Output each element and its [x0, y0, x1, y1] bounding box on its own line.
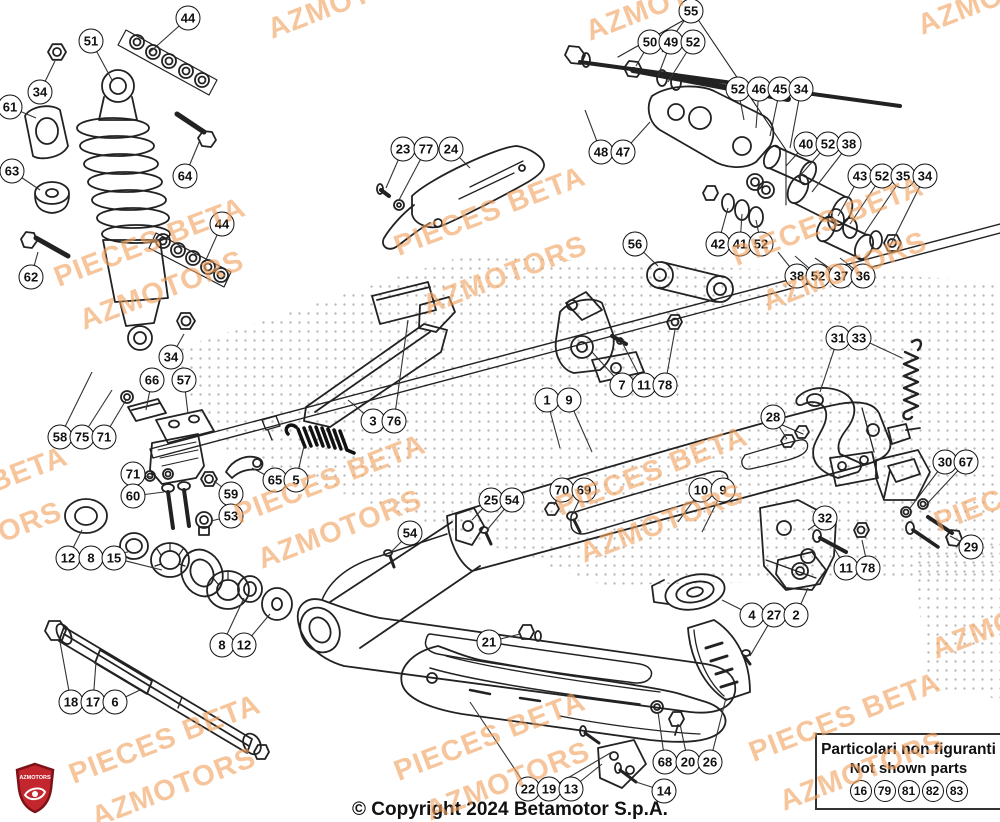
callout-66: 66	[139, 367, 165, 393]
callout-76: 76	[381, 408, 407, 434]
callout-71: 71	[120, 461, 146, 487]
azmotors-logo: AZMOTORS	[15, 762, 55, 814]
callout-36: 36	[850, 263, 876, 289]
callout-30: 30	[932, 449, 958, 475]
callout-12: 12	[55, 545, 81, 571]
callout-35: 35	[890, 163, 916, 189]
callout-52: 52	[805, 263, 831, 289]
callout-59: 59	[218, 481, 244, 507]
not-shown-title-it: Particolari non figuranti	[821, 741, 996, 758]
callout-64: 64	[172, 163, 198, 189]
callout-6: 6	[102, 689, 128, 715]
callout-51: 51	[78, 28, 104, 54]
callout-23: 23	[390, 136, 416, 162]
callout-24: 24	[438, 136, 464, 162]
callout-52: 52	[748, 231, 774, 257]
not-shown-part-79: 79	[873, 780, 896, 802]
callout-1: 1	[534, 387, 560, 413]
callout-34: 34	[788, 76, 814, 102]
callout-46: 46	[746, 76, 772, 102]
callout-69: 69	[571, 477, 597, 503]
callout-58: 58	[47, 424, 73, 450]
callout-40: 40	[793, 131, 819, 157]
callout-38: 38	[784, 263, 810, 289]
callout-8: 8	[209, 632, 235, 658]
callout-77: 77	[413, 136, 439, 162]
callout-54: 54	[397, 520, 423, 546]
callout-60: 60	[120, 483, 146, 509]
callout-11: 11	[631, 372, 657, 398]
callout-14: 14	[651, 778, 677, 804]
callout-2: 2	[783, 602, 809, 628]
callout-5: 5	[283, 467, 309, 493]
not-shown-parts-box: Particolari non figuranti Not shown part…	[815, 733, 1000, 810]
callout-49: 49	[658, 29, 684, 55]
callout-48: 48	[588, 139, 614, 165]
callout-47: 47	[610, 139, 636, 165]
callout-34: 34	[912, 163, 938, 189]
callout-52: 52	[725, 76, 751, 102]
callout-7: 7	[609, 372, 635, 398]
not-shown-part-82: 82	[921, 780, 944, 802]
callout-19: 19	[536, 776, 562, 802]
callout-56: 56	[622, 231, 648, 257]
logo-text: AZMOTORS	[19, 775, 51, 781]
not-shown-part-83: 83	[945, 780, 968, 802]
callout-32: 32	[812, 505, 838, 531]
callout-65: 65	[262, 467, 288, 493]
callout-34: 34	[27, 79, 53, 105]
callout-10: 10	[688, 477, 714, 503]
callout-61: 61	[0, 94, 23, 120]
callout-62: 62	[18, 264, 44, 290]
callout-52: 52	[680, 29, 706, 55]
callout-37: 37	[828, 263, 854, 289]
callout-67: 67	[953, 449, 979, 475]
callout-57: 57	[171, 367, 197, 393]
not-shown-part-81: 81	[897, 780, 920, 802]
callout-3: 3	[360, 408, 386, 434]
callout-9: 9	[556, 387, 582, 413]
callout-42: 42	[705, 231, 731, 257]
callout-50: 50	[637, 29, 663, 55]
callout-78: 78	[652, 372, 678, 398]
not-shown-title-en: Not shown parts	[849, 760, 968, 777]
callout-13: 13	[558, 776, 584, 802]
callout-11: 11	[833, 555, 859, 581]
not-shown-part-16: 16	[849, 780, 872, 802]
callout-15: 15	[101, 545, 127, 571]
callout-63: 63	[0, 158, 25, 184]
callout-41: 41	[727, 231, 753, 257]
callout-68: 68	[652, 749, 678, 775]
callout-20: 20	[675, 749, 701, 775]
callout-34: 34	[158, 344, 184, 370]
copyright-text: © Copyright 2024 Betamotor S.p.A.	[352, 799, 668, 820]
callout-78: 78	[855, 555, 881, 581]
callout-44: 44	[209, 211, 235, 237]
callout-29: 29	[958, 534, 984, 560]
callout-21: 21	[476, 629, 502, 655]
callout-9: 9	[710, 477, 736, 503]
callout-53: 53	[218, 503, 244, 529]
callout-8: 8	[78, 545, 104, 571]
callout-55: 55	[678, 0, 704, 24]
callout-38: 38	[836, 131, 862, 157]
callout-44: 44	[175, 5, 201, 31]
callout-17: 17	[80, 689, 106, 715]
callout-71: 71	[91, 424, 117, 450]
callout-26: 26	[697, 749, 723, 775]
callout-28: 28	[760, 404, 786, 430]
callout-12: 12	[231, 632, 257, 658]
callout-54: 54	[499, 487, 525, 513]
callout-75: 75	[69, 424, 95, 450]
callout-33: 33	[846, 325, 872, 351]
callout-70: 70	[549, 477, 575, 503]
callout-31: 31	[825, 325, 851, 351]
